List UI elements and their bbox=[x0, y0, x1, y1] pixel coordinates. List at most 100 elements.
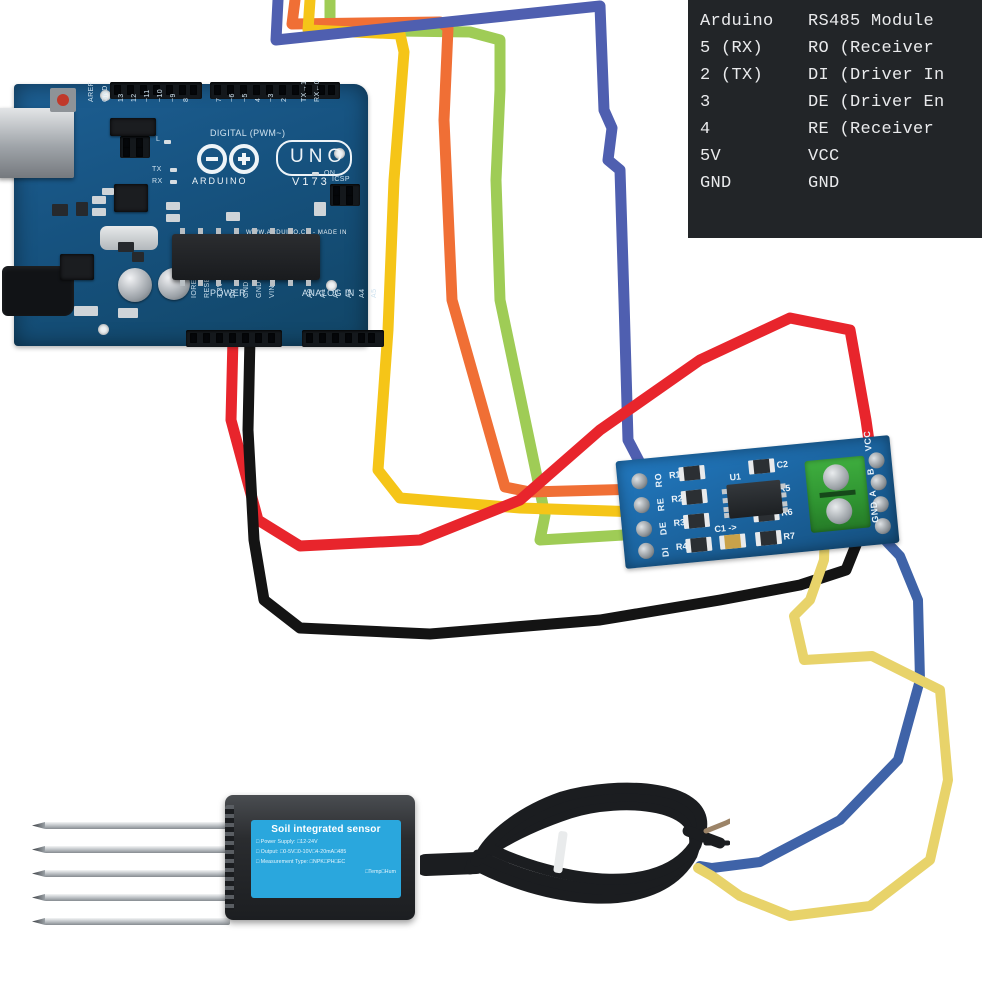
legend-row: 5V VCC bbox=[700, 143, 945, 170]
sensor-label-type: □ Measurement Type: □NPK□PH□EC bbox=[256, 859, 346, 865]
pin-label-vin: VIN bbox=[269, 285, 276, 298]
sensor-spec-label: Soil integrated sensor □ Power Supply: □… bbox=[251, 820, 401, 898]
probe-prong bbox=[44, 822, 230, 829]
l-led bbox=[164, 140, 171, 144]
smd-part bbox=[52, 204, 68, 216]
smd-part bbox=[74, 306, 98, 316]
legend-row: 5 (RX) RO (Receiver bbox=[700, 35, 945, 62]
wire-gnd-to-gnd bbox=[242, 332, 870, 640]
capacitor-c1 bbox=[719, 533, 747, 550]
atmega16u2-ic bbox=[114, 184, 148, 212]
pin-label-ro: RO bbox=[652, 472, 665, 488]
pin-label-re: RE bbox=[655, 497, 667, 512]
usb-controller-ic bbox=[110, 118, 156, 136]
legend-header-module: RS485 Module bbox=[808, 12, 935, 31]
wire-pin5-to-ro bbox=[270, 0, 646, 469]
legend-table: Arduino RS485 Module 5 (RX) RO (Receiver… bbox=[700, 8, 945, 197]
resistor-r7 bbox=[754, 529, 783, 547]
smd-part bbox=[102, 188, 114, 195]
probe-prong bbox=[44, 894, 230, 901]
smd-part bbox=[118, 242, 134, 252]
uno-model-text: UNO bbox=[290, 146, 348, 167]
soil-integrated-sensor-body: Soil integrated sensor □ Power Supply: □… bbox=[225, 795, 415, 920]
wire-pin4-to-re bbox=[286, 0, 646, 498]
capacitor-c2 bbox=[747, 458, 776, 475]
mounting-hole bbox=[98, 324, 109, 335]
pin-label-a4: A4 bbox=[359, 288, 366, 298]
tx-led bbox=[170, 168, 177, 172]
resistor-r3 bbox=[682, 512, 711, 530]
infinity-glyph bbox=[197, 144, 259, 174]
l-led-label: L bbox=[156, 136, 161, 143]
terminal-screw-b[interactable] bbox=[821, 463, 851, 492]
mounting-hole bbox=[326, 280, 337, 291]
cable-tie bbox=[553, 831, 568, 874]
pin-mapping-legend: Arduino RS485 Module 5 (RX) RO (Receiver… bbox=[688, 0, 982, 238]
pin-label-4: 4 bbox=[255, 97, 262, 102]
max485-ic bbox=[721, 479, 789, 519]
label-u1: U1 bbox=[729, 471, 742, 483]
usb-b-connector bbox=[0, 108, 74, 178]
label-c2: C2 bbox=[776, 458, 789, 470]
legend-row: 2 (TX) DI (Driver In bbox=[700, 62, 945, 89]
power-header[interactable] bbox=[186, 330, 282, 347]
legend-row: GND GND bbox=[700, 170, 945, 197]
legend-module-pin: RE (Receiver bbox=[808, 120, 935, 139]
pin-label-a5: A5 bbox=[371, 288, 378, 298]
smd-part bbox=[76, 202, 88, 216]
legend-arduino-pin: 5 (RX) bbox=[700, 39, 764, 58]
pin-label-gnd2: GND bbox=[256, 281, 263, 298]
terminal-screw-a[interactable] bbox=[825, 497, 854, 526]
pin-label-5: ~5 bbox=[242, 93, 249, 102]
arduino-uno-board: 13 12 ~11 ~10 ~9 8 7 ~6 ~5 4 ~3 2 TX→1 R… bbox=[0, 80, 384, 347]
pin-label-tx1: TX→1 bbox=[301, 80, 308, 102]
smd-part bbox=[226, 212, 240, 221]
legend-module-pin: DI (Driver In bbox=[808, 66, 945, 85]
resistor-r4 bbox=[685, 536, 713, 554]
legend-arduino-pin: 2 (TX) bbox=[700, 66, 764, 85]
arduino-infinity-logo bbox=[192, 142, 266, 176]
smd-part bbox=[92, 208, 106, 216]
legend-row: 4 RE (Receiver bbox=[700, 116, 945, 143]
rx-led bbox=[170, 180, 177, 184]
analog-header-label: ANALOG IN bbox=[302, 288, 355, 298]
tx-led-label: TX bbox=[152, 166, 162, 173]
legend-header-arduino: Arduino bbox=[700, 12, 774, 31]
pin-label-8: 8 bbox=[183, 97, 190, 102]
label-r4: R4 bbox=[675, 540, 688, 553]
legend-module-pin: RO (Receiver bbox=[808, 39, 935, 58]
on-led bbox=[312, 172, 319, 176]
reset-button[interactable] bbox=[50, 88, 76, 112]
label-c1: C1 -> bbox=[713, 522, 738, 535]
pin-label-9: ~9 bbox=[170, 93, 177, 102]
legend-arduino-pin: GND bbox=[700, 174, 732, 193]
sensor-label-output: □ Output: □0-5V□0-10V□4-20mA□485 bbox=[256, 849, 347, 855]
label-r3: R3 bbox=[673, 517, 686, 529]
digital-header-right[interactable] bbox=[210, 82, 340, 99]
legend-module-pin: GND bbox=[808, 174, 840, 193]
pin-label-2: 2 bbox=[281, 97, 288, 102]
smd-part bbox=[132, 252, 144, 262]
smd-part bbox=[314, 202, 326, 216]
sensor-ridges bbox=[225, 805, 234, 910]
cable-loop bbox=[464, 799, 701, 904]
rx-led-label: RX bbox=[152, 178, 163, 185]
digital-header-left[interactable] bbox=[110, 82, 202, 99]
pin-label-6: ~6 bbox=[229, 93, 236, 102]
sensor-cable bbox=[420, 782, 730, 904]
smd-part bbox=[166, 214, 180, 222]
legend-header-row: Arduino RS485 Module bbox=[700, 8, 945, 35]
sensor-label-power: □ Power Supply: □12-24V bbox=[256, 839, 318, 845]
screw-terminal-block[interactable] bbox=[804, 455, 871, 533]
gnd-top-label: GND bbox=[102, 85, 109, 102]
pin-label-12: 12 bbox=[131, 93, 138, 102]
pin-label-a: A bbox=[867, 489, 879, 498]
pin-label-di: DI bbox=[659, 546, 671, 558]
voltage-regulator bbox=[60, 254, 94, 280]
on-led-label: ON bbox=[324, 170, 336, 177]
board-version-text: V173 bbox=[292, 176, 330, 188]
icsp-header[interactable] bbox=[330, 184, 360, 206]
analog-header[interactable] bbox=[302, 330, 384, 347]
legend-module-pin: DE (Driver En bbox=[808, 93, 945, 112]
icsp2-header[interactable] bbox=[120, 136, 150, 158]
